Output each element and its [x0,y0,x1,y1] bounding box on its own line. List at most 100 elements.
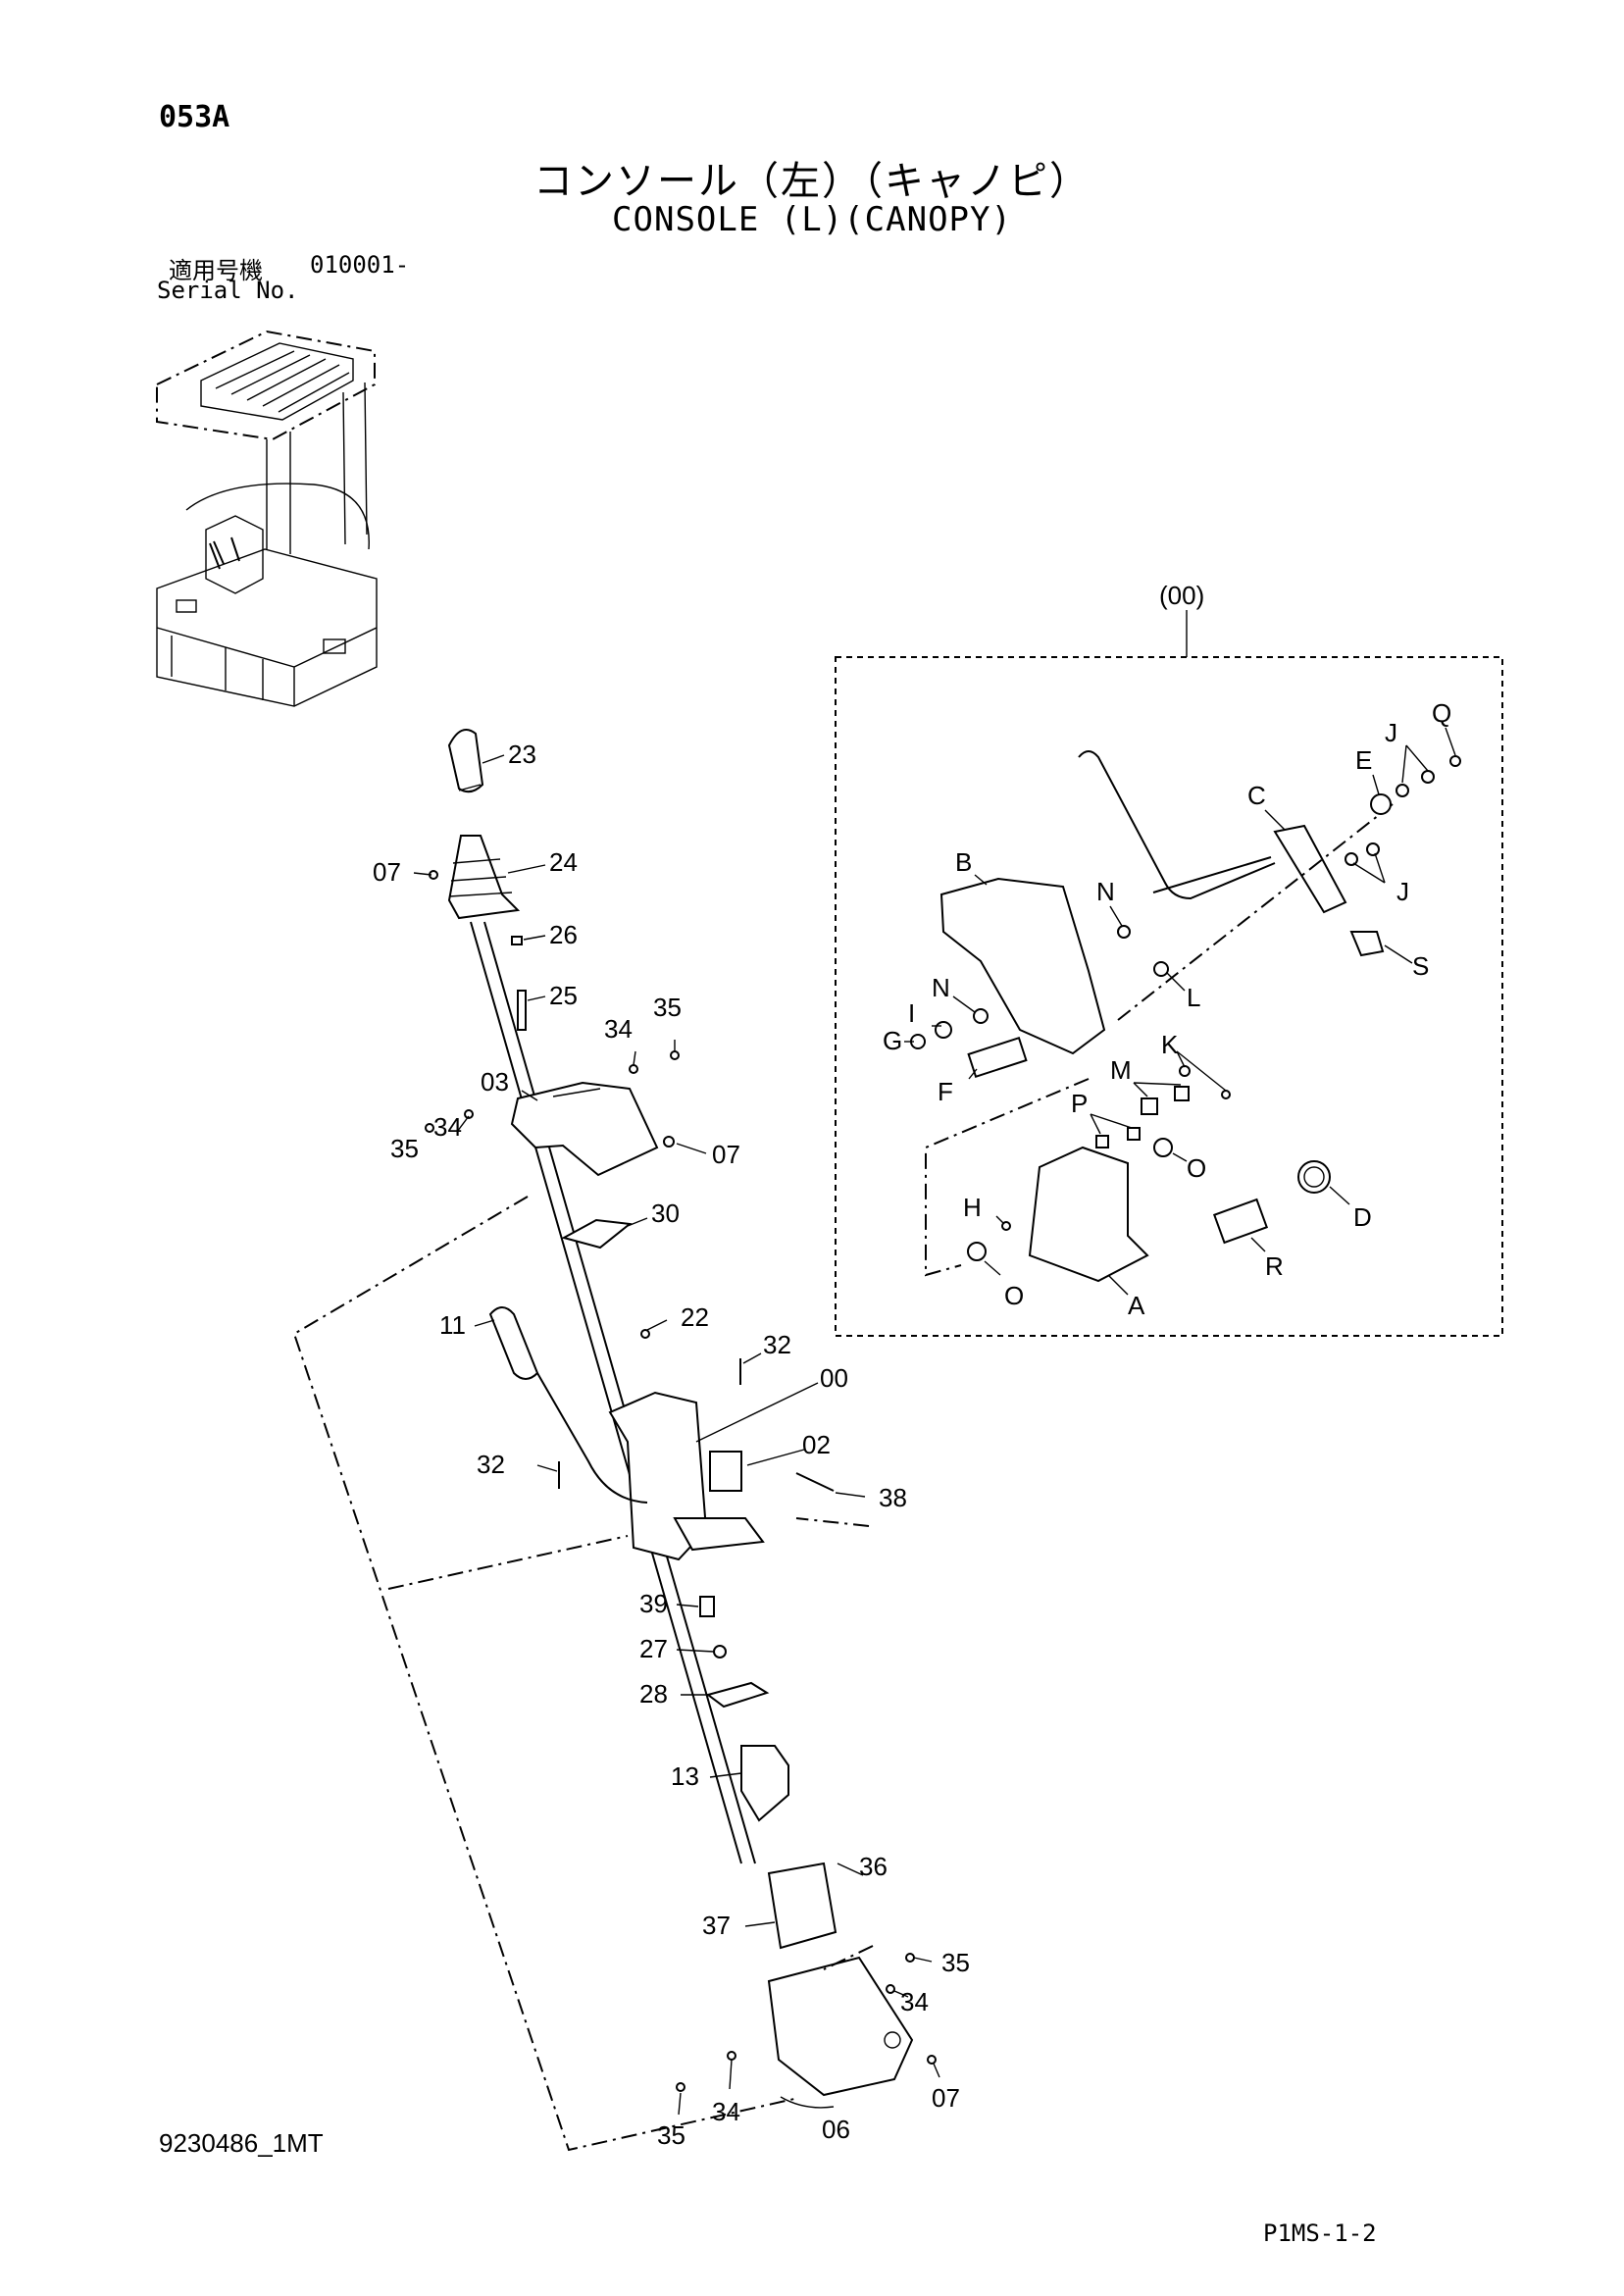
subassembly-00-parts [910,750,1461,1283]
sub-part-b-plate [939,877,1106,1055]
screw-07-lower [927,2055,937,2065]
callout-38: 38 [879,1483,907,1512]
callout-35: 35 [657,2120,685,2150]
sub-letter-n: N [932,973,950,1002]
callout-35: 35 [653,993,682,1022]
part-23-grip [447,729,484,793]
sub-part-l-ring [1153,961,1169,977]
sub-part-f-collar [967,1036,1028,1079]
callout-34: 34 [433,1112,462,1142]
assembly-reference-line [292,1196,795,2152]
part-25-rod [517,990,527,1031]
sub-part-m-bush [1141,1097,1158,1115]
sub-letter-k: K [1161,1030,1179,1059]
screw-35-left [425,1123,434,1133]
sub-letter-s: S [1412,951,1429,981]
part-13-valve [740,1745,789,1822]
callout-24: 24 [549,847,578,877]
callout-13: 13 [671,1761,699,1791]
sub-part-a-base-bracket [1028,1146,1149,1283]
callout-03: 03 [481,1067,509,1097]
sub-part-q-clip [1449,755,1461,767]
callout-00: 00 [820,1363,848,1393]
callout-07: 07 [373,857,401,887]
callout-28: 28 [639,1679,668,1709]
sub-part-r-collar [1212,1198,1269,1245]
callout-02: 02 [802,1430,831,1459]
sub-lever-arm [1078,750,1276,900]
sub-letter-n: N [1096,877,1115,906]
screw-35-lower [905,1953,915,1963]
subassembly-00-frame [835,656,1503,1337]
callout-32: 32 [763,1330,791,1359]
sub-letter-i: I [908,998,915,1028]
part-24-boot [447,835,521,920]
sub-letter-r: R [1265,1251,1284,1281]
page-code: 053A [159,100,230,134]
control-lever-rod [470,921,742,1864]
callout-26: 26 [549,920,578,949]
callout-32: 32 [477,1450,505,1479]
callout-35: 35 [941,1948,970,1977]
page-title-jp: コンソール（左）（キャノピ） [533,159,1091,204]
part-02-block [709,1451,742,1492]
sub-letter-b: B [955,847,972,877]
sub-part-d-spring [1297,1160,1331,1194]
callout-36: 36 [859,1852,888,1881]
sub-part-n-lower [973,1008,989,1024]
serial-range: 010001- [310,251,410,279]
callout-23: 23 [508,740,536,769]
sub-letter-o: O [1004,1281,1024,1310]
part-06-lower-cover [767,1956,914,2097]
sub-part-p-bush [1095,1135,1109,1148]
part-26-nut [511,936,523,945]
sub-part-s-fitting [1349,931,1385,957]
sub-letter-g: G [883,1026,902,1055]
sub-letter-j: J [1396,877,1409,906]
part-30-plate [561,1218,633,1250]
part-11-handle [488,1306,539,1380]
callout-34: 34 [900,1987,929,2016]
part-38-pin [795,1472,835,1492]
serial-label-jp: 適用号機 [169,257,263,284]
sub-letter-l: L [1187,983,1200,1012]
sub-letter-q: Q [1432,698,1451,728]
sub-part-e-spring [1370,793,1392,815]
sub-part-i-washer [935,1021,952,1039]
callout-27: 27 [639,1634,668,1663]
page-title-en: CONSOLE (L)(CANOPY) [612,200,1012,239]
sub-part-o-washer-upper [1153,1138,1173,1157]
callout-11: 11 [439,1310,466,1340]
callout-37: 37 [702,1911,731,1940]
sub-letter-f: F [938,1077,953,1106]
callout-07: 07 [712,1140,740,1169]
part-39-collar [699,1596,715,1617]
callout-06: 06 [822,2115,850,2144]
part-03-cover [510,1081,659,1177]
screw-35-upper [670,1050,680,1060]
serial-label-en: Serial No. [157,277,299,304]
sub-letter-m: M [1110,1055,1132,1085]
callout-25: 25 [549,981,578,1010]
page-reference: P1MS-1-2 [1263,2219,1377,2247]
machine-overview-illustration [156,330,378,707]
sub-letter-d: D [1353,1202,1372,1232]
screw-34-left [464,1109,474,1119]
sub-letter-p: P [1071,1089,1088,1118]
main-assembly-parts [292,729,937,2152]
part-36-sleeve [767,1862,837,1950]
part-27-nut [713,1645,727,1658]
sub-letter-j: J [1385,718,1397,747]
screw-34-upper [629,1064,638,1074]
screw-22 [640,1329,650,1339]
drawing-code: 9230486_1MT [159,2128,324,2158]
sub-letter-h: H [963,1193,982,1222]
callout-39: 39 [639,1589,668,1618]
screw-34-lower [886,1984,895,1994]
sub-part-k-pin [1179,1065,1191,1077]
screw-34-bottom [727,2051,736,2061]
sub-letter-a: A [1128,1291,1145,1320]
callout-34: 34 [604,1014,633,1044]
callout-07: 07 [932,2083,960,2113]
